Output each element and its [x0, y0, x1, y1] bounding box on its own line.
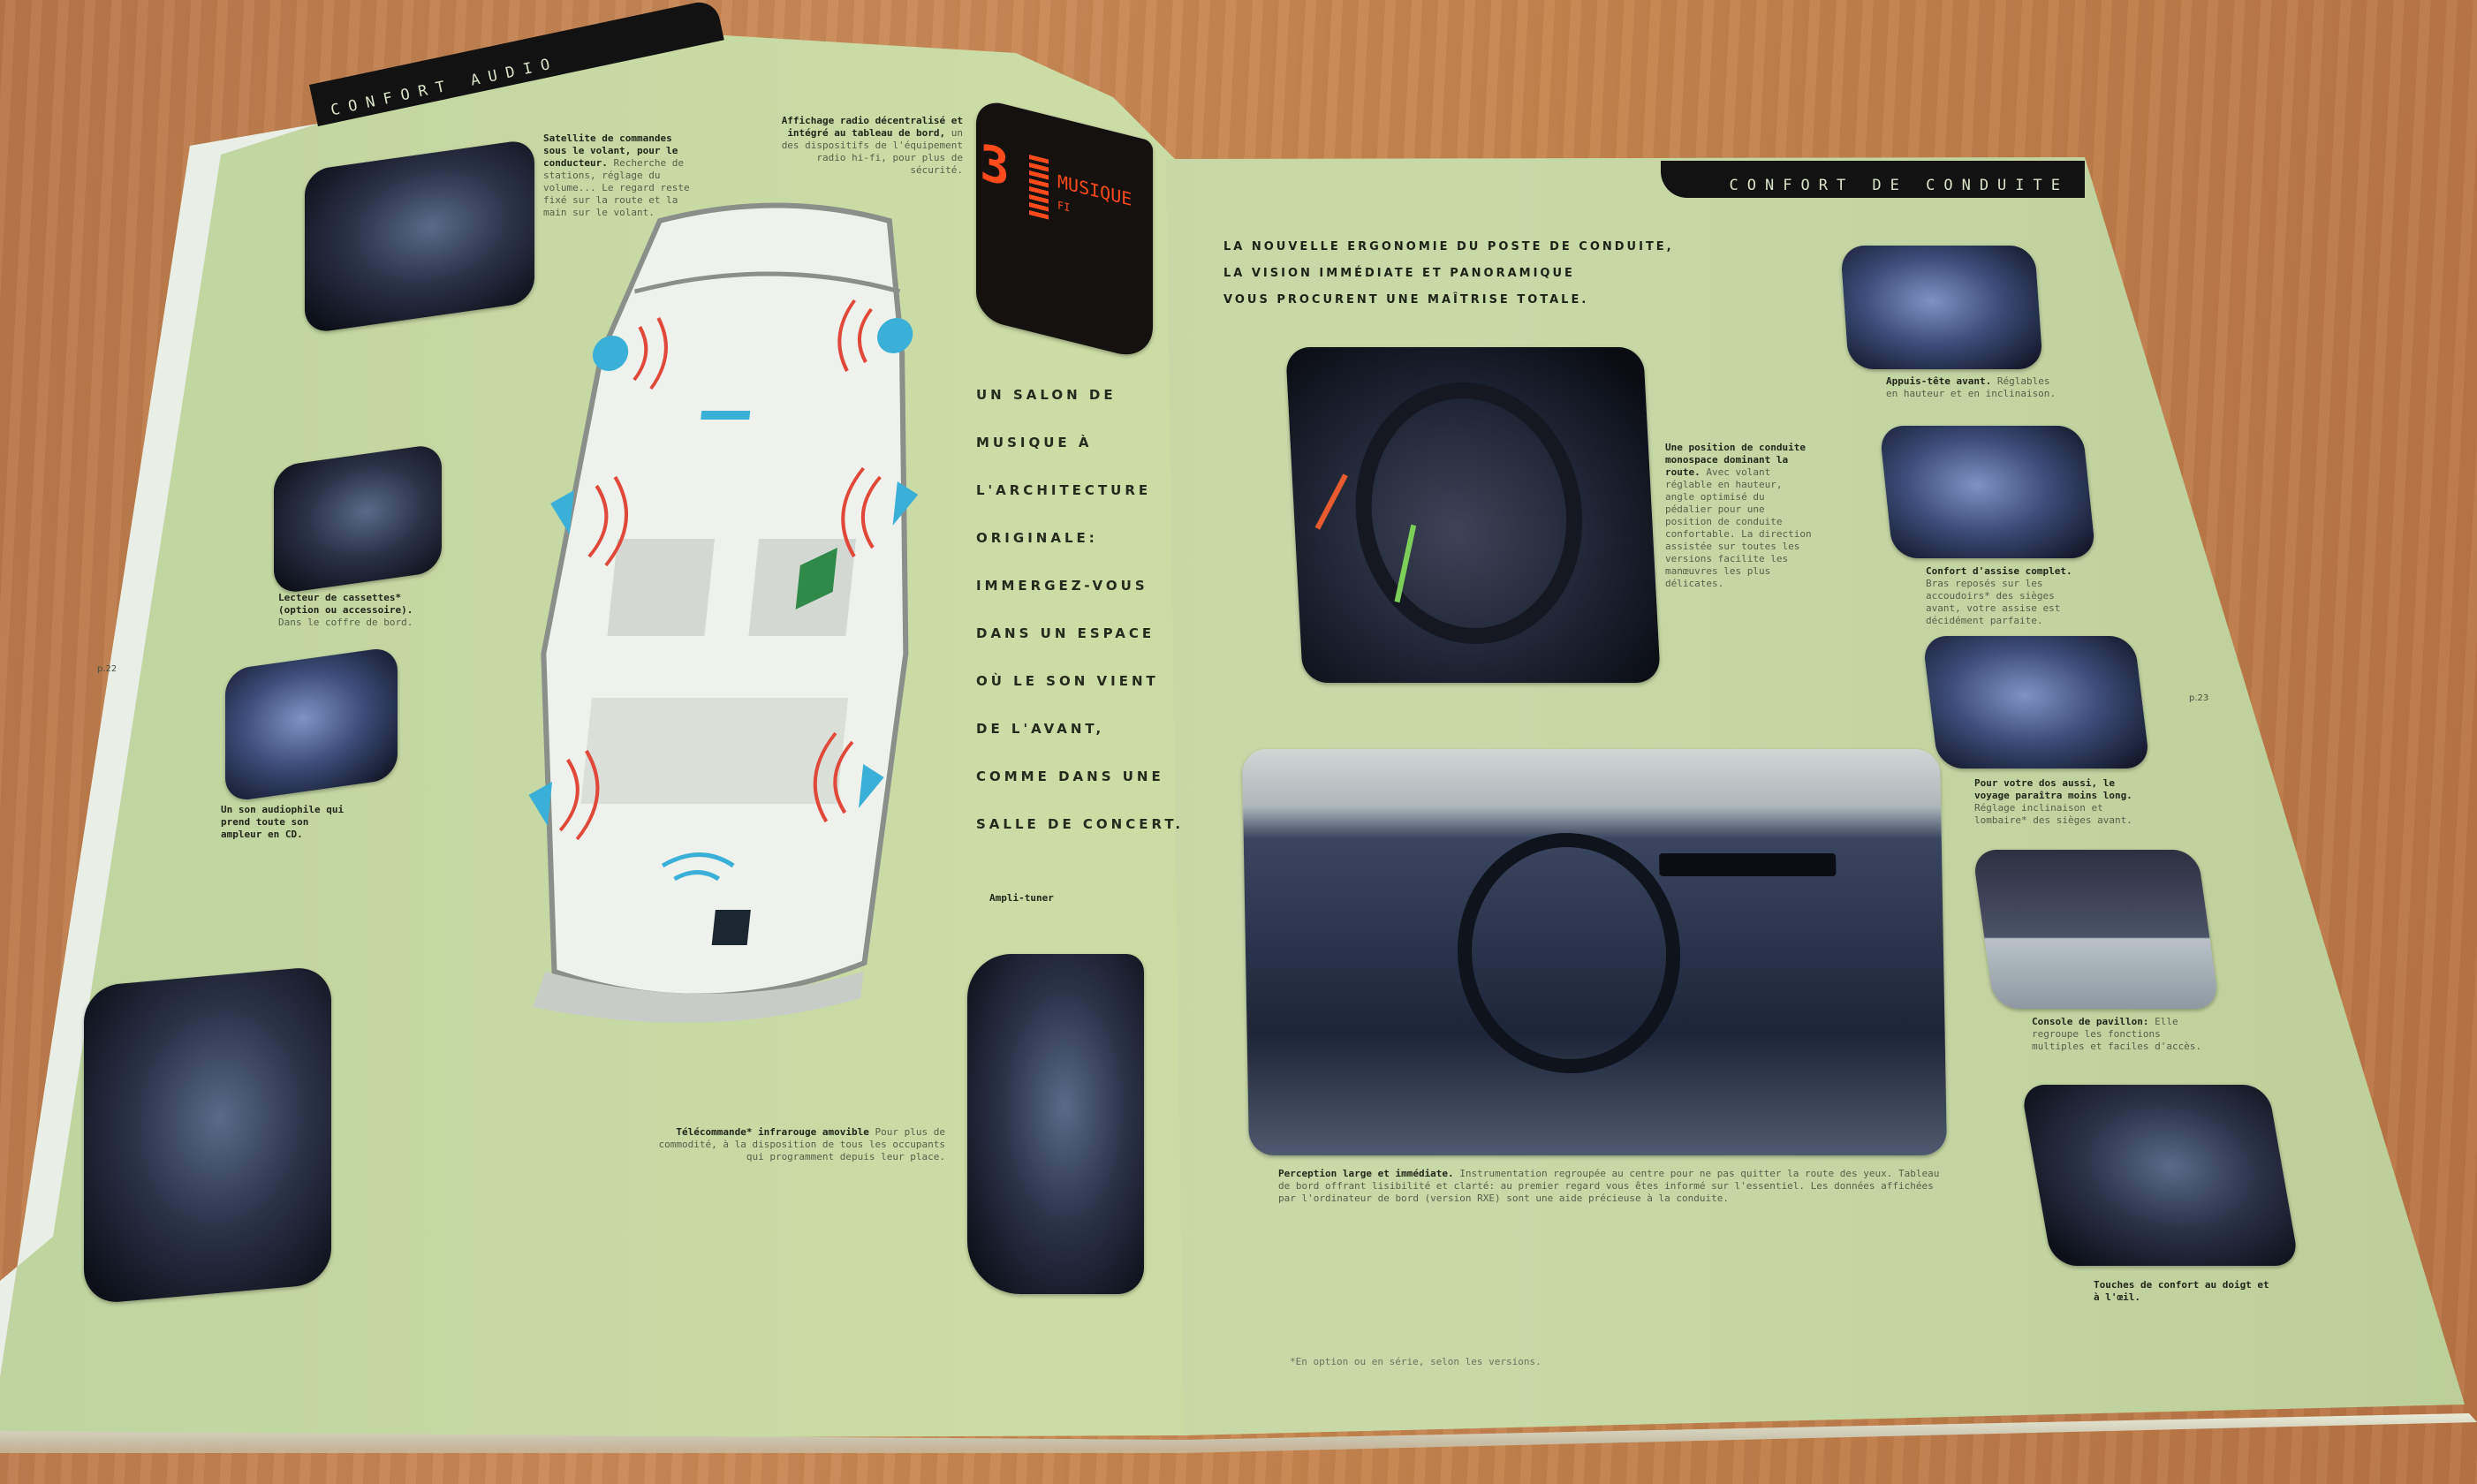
- footnote: *En option ou en série, selon les versio…: [1290, 1356, 1541, 1367]
- sound-waves: [558, 299, 882, 841]
- pull-quote: UN SALON DE MUSIQUE À L'ARCHITECTURE ORI…: [976, 371, 1184, 848]
- photo-roof-console: [1972, 850, 2220, 1009]
- speaker-front-left-icon: [592, 336, 629, 371]
- pull-quote-line: DANS UN ESPACE: [976, 625, 1155, 641]
- speaker-rear-right-icon: [858, 764, 884, 808]
- caption-seat: Pour votre dos aussi, le voyage paraîtra…: [1974, 777, 2132, 826]
- photo-cassette-player: [274, 443, 442, 595]
- section-header-confort-de-conduite: CONFORT DE CONDUITE: [1661, 161, 2085, 198]
- pull-quote-line: IMMERGEZ-VOUS: [976, 578, 1148, 594]
- caption-dashboard: Perception large et immédiate. Instrumen…: [1278, 1168, 1940, 1204]
- speaker-rear-left-icon: [528, 782, 553, 826]
- headline: LA NOUVELLE ERGONOMIE DU POSTE DE CONDUI…: [1223, 234, 1674, 314]
- display-level-bars: [1029, 155, 1049, 222]
- photo-remote-control: [967, 954, 1144, 1294]
- remote-receiver-icon: [711, 910, 751, 945]
- caption-headrest: Appuis-tête avant. Réglables en hauteur …: [1886, 375, 2057, 399]
- caption-cd: Un son audiophile qui prend toute son am…: [221, 804, 345, 840]
- photo-cd: [225, 646, 398, 803]
- amplifier-icon: [795, 548, 837, 610]
- display-sub: FI: [1057, 199, 1071, 215]
- photo-armrest: [1879, 426, 2096, 558]
- caption-console: Console de pavillon: Elle regroupe les f…: [2032, 1016, 2202, 1052]
- page-number-left: p.22: [97, 664, 117, 674]
- rear-seats: [580, 698, 849, 804]
- headline-line: LA VISION IMMÉDIATE ET PANORAMIQUE: [1223, 267, 1575, 280]
- speaker-door-front-right-icon: [892, 481, 919, 526]
- caption-driving-position: Une position de conduite monospace domin…: [1665, 442, 1812, 589]
- pull-quote-line: OÙ LE SON VIENT: [976, 673, 1159, 689]
- headline-line: VOUS PROCURENT UNE MAÎTRISE TOTALE.: [1223, 293, 1589, 307]
- caption-steering-controls: Satellite de commandes sous le volant, p…: [543, 132, 690, 218]
- photo-rear-speaker: [84, 965, 331, 1306]
- center-instrument-cluster: [1659, 853, 1837, 876]
- caption-cassette: Lecteur de cassettes* (option ou accesso…: [278, 592, 413, 628]
- caption-door: Touches de confort au doigt et à l'œil.: [2094, 1279, 2269, 1303]
- section-header-text: CONFORT DE CONDUITE: [1729, 177, 2069, 194]
- pull-quote-line: MUSIQUE À: [976, 435, 1093, 450]
- car-speaker-diagram: [528, 202, 919, 1023]
- pull-quote-line: COMME DANS UNE: [976, 768, 1164, 784]
- pull-quote-line: DE L'AVANT,: [976, 721, 1105, 737]
- headline-line: LA NOUVELLE ERGONOMIE DU POSTE DE CONDUI…: [1223, 240, 1674, 254]
- adjust-arrow-red-icon: [1314, 473, 1348, 530]
- pull-quote-line: L'ARCHITECTURE: [976, 482, 1152, 498]
- speaker-front-right-icon: [877, 318, 913, 353]
- photo-dashboard: [1241, 749, 1948, 1155]
- caption-armrest: Confort d'assise complet. Bras reposés s…: [1926, 565, 2072, 626]
- radio-display-photo: 3 MUSIQUE FI: [976, 97, 1153, 362]
- page-number-right: p.23: [2189, 693, 2209, 703]
- caption-radio-display: Affichage radio décentralisé et intégré …: [781, 115, 963, 176]
- wireless-signal-icon: [662, 852, 735, 882]
- dashboard-steering-wheel: [1455, 833, 1683, 1073]
- photo-door-controls: [2019, 1085, 2300, 1266]
- radio-unit-icon: [701, 411, 751, 420]
- caption-amplifier: Ampli-tuner: [989, 892, 1054, 904]
- pull-quote-line: UN SALON DE: [976, 387, 1117, 403]
- rear-bumper: [533, 972, 864, 1023]
- pull-quote-line: SALLE DE CONCERT.: [976, 816, 1185, 832]
- photo-headrest: [1840, 246, 2043, 369]
- speaker-door-front-left-icon: [550, 490, 574, 534]
- photo-seat-adjust: [1921, 636, 2151, 768]
- display-digit: 3: [980, 133, 1010, 199]
- caption-remote: Télécommande* infrarouge amovible Pour p…: [658, 1126, 945, 1162]
- pull-quote-line: ORIGINALE:: [976, 530, 1098, 546]
- windscreen-line: [634, 271, 901, 294]
- photo-steering-wheel: [1285, 347, 1661, 683]
- steering-wheel: [1349, 382, 1589, 644]
- seat-front-left: [607, 539, 716, 636]
